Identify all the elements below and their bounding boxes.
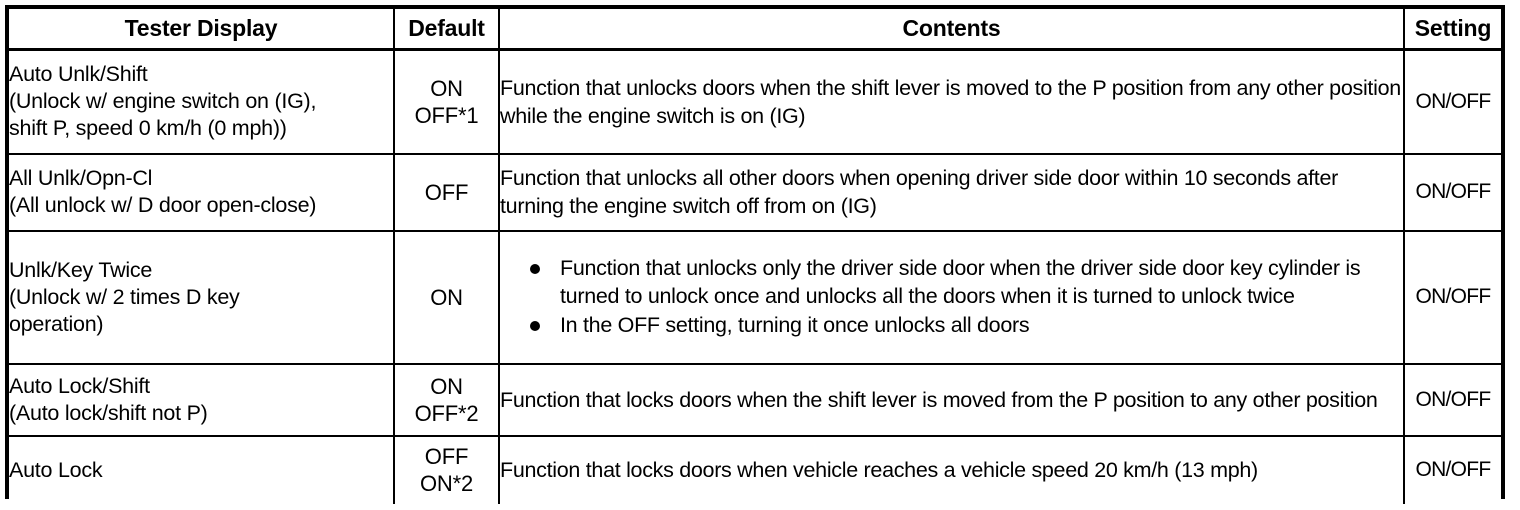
contents-text: Function that unlocks doors when the shi…: [500, 75, 1401, 128]
cell-setting: ON/OFF: [1403, 48, 1501, 155]
cell-tester-display: Auto Lock: [9, 434, 395, 504]
cell-setting: ON/OFF: [1403, 229, 1501, 365]
display-line: (Unlock w/ 2 times D key: [9, 284, 240, 309]
bullet-text: Function that unlocks only the driver si…: [560, 256, 1361, 308]
cell-tester-display: Auto Lock/Shift (Auto lock/shift not P): [9, 362, 395, 437]
default-line: OFF*1: [414, 102, 479, 128]
table-row: Auto Lock OFF ON*2 Function that locks d…: [9, 434, 1501, 504]
contents-bullet-list: Function that unlocks only the driver si…: [500, 254, 1403, 339]
default-line: ON: [430, 75, 463, 101]
display-line: (Unlock w/ engine switch on (IG),: [9, 89, 317, 114]
cell-contents: Function that locks doors when the shift…: [498, 362, 1405, 437]
list-item: Function that unlocks only the driver si…: [528, 254, 1403, 310]
cell-default: OFF ON*2: [393, 434, 500, 504]
display-line: Auto Lock: [9, 457, 103, 482]
cell-tester-display: Unlk/Key Twice (Unlock w/ 2 times D key …: [9, 229, 395, 365]
display-line: Auto Unlk/Shift: [9, 62, 148, 87]
column-header-default: Default: [393, 9, 500, 51]
cell-setting: ON/OFF: [1403, 152, 1501, 232]
cell-contents: Function that unlocks only the driver si…: [498, 229, 1405, 365]
display-line: All Unlk/Opn-Cl: [9, 166, 153, 190]
column-header-contents: Contents: [498, 9, 1405, 51]
cell-tester-display: Auto Unlk/Shift (Unlock w/ engine switch…: [9, 48, 395, 155]
table-row: All Unlk/Opn-Cl (All unlock w/ D door op…: [9, 152, 1501, 232]
tester-display-settings-table: Tester Display Default Contents Setting …: [9, 9, 1501, 504]
contents-text: Function that locks doors when the shift…: [500, 387, 1378, 412]
default-line: OFF*2: [414, 400, 479, 426]
column-header-tester-display: Tester Display: [9, 9, 395, 51]
table-row: Auto Unlk/Shift (Unlock w/ engine switch…: [9, 48, 1501, 155]
cell-setting: ON/OFF: [1403, 434, 1501, 504]
cell-contents: Function that unlocks doors when the shi…: [498, 48, 1405, 155]
contents-text: Function that unlocks all other doors wh…: [500, 166, 1338, 218]
bullet-icon: [530, 321, 540, 331]
display-line: shift P, speed 0 km/h (0 mph)): [9, 116, 287, 141]
default-line: ON: [430, 284, 463, 310]
display-line: Unlk/Key Twice: [9, 257, 153, 282]
cell-default: ON OFF*2: [393, 362, 500, 437]
bullet-text: In the OFF setting, turning it once unlo…: [560, 313, 1030, 337]
table-header-row: Tester Display Default Contents Setting: [9, 9, 1501, 51]
display-line: Auto Lock/Shift: [9, 373, 150, 398]
display-line: operation): [9, 311, 104, 336]
cell-setting: ON/OFF: [1403, 362, 1501, 437]
bullet-icon: [530, 264, 540, 274]
cell-contents: Function that locks doors when vehicle r…: [498, 434, 1405, 504]
contents-text: Function that locks doors when vehicle r…: [500, 458, 1258, 482]
list-item: In the OFF setting, turning it once unlo…: [528, 311, 1403, 339]
default-line: ON*2: [420, 471, 473, 496]
cell-tester-display: All Unlk/Opn-Cl (All unlock w/ D door op…: [9, 152, 395, 232]
spec-table-container: Tester Display Default Contents Setting …: [5, 5, 1505, 504]
cell-contents: Function that unlocks all other doors wh…: [498, 152, 1405, 232]
display-line: (All unlock w/ D door open-close): [9, 193, 317, 217]
column-header-setting: Setting: [1403, 9, 1501, 51]
cell-default: ON OFF*1: [393, 48, 500, 155]
cell-default: ON: [393, 229, 500, 365]
default-line: OFF: [424, 444, 469, 469]
default-line: OFF: [424, 179, 469, 205]
table-row: Unlk/Key Twice (Unlock w/ 2 times D key …: [9, 229, 1501, 365]
default-line: ON: [430, 373, 463, 399]
cell-default: OFF: [393, 152, 500, 232]
display-line: (Auto lock/shift not P): [9, 400, 208, 425]
table-row: Auto Lock/Shift (Auto lock/shift not P) …: [9, 362, 1501, 437]
